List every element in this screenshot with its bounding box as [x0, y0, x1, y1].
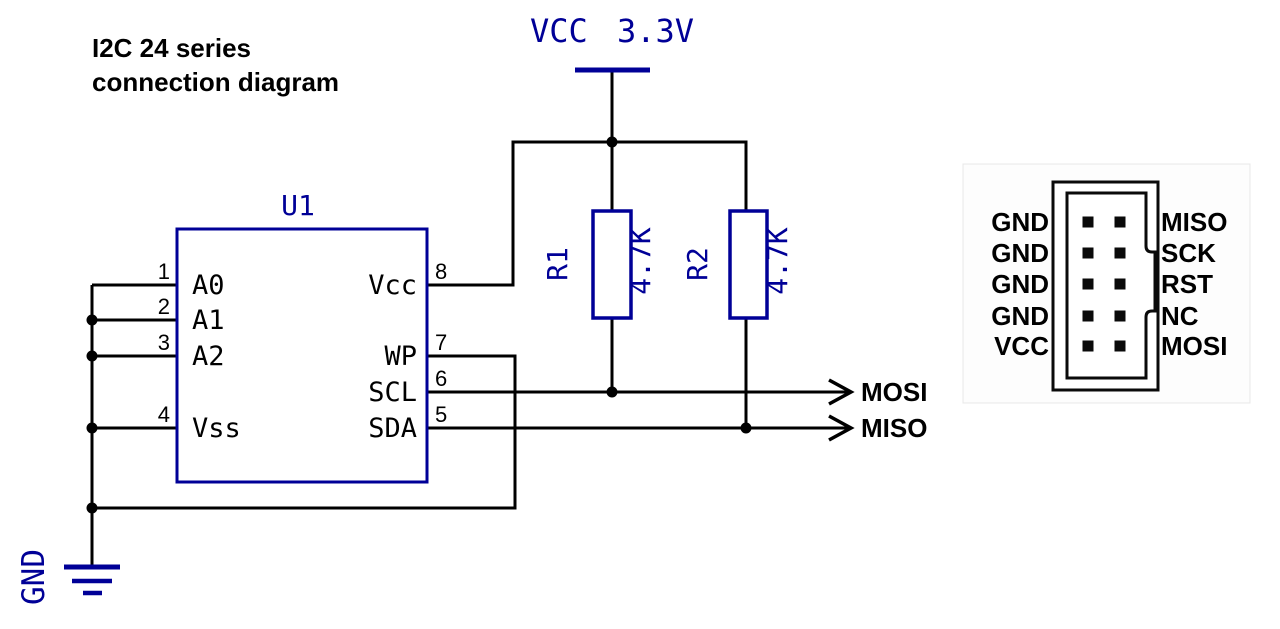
pin-number-5: 5: [435, 402, 447, 427]
connector-label-gnd-4: GND: [991, 301, 1049, 331]
vcc-rail-label: VCC 3.3V: [530, 12, 694, 50]
junction-dot: [86, 502, 98, 514]
pin-number-2: 2: [158, 294, 170, 319]
junction-dot: [86, 314, 98, 326]
junction-dot: [606, 386, 618, 398]
pin-square: [1082, 278, 1094, 290]
pin-name-a1: A1: [192, 305, 225, 336]
connector-label-miso: MISO: [1161, 207, 1227, 237]
arrow-head-miso: [828, 414, 855, 442]
title-line-1: I2C 24 series: [92, 33, 251, 63]
pin-name-wp: WP: [384, 341, 417, 372]
connector-label-gnd-2: GND: [991, 238, 1049, 268]
connector-label-nc: NC: [1161, 301, 1199, 331]
pin-number-4: 4: [158, 402, 170, 427]
connector-inner-shroud: [1065, 191, 1157, 380]
resistor-ref: R1: [541, 247, 574, 281]
pin-number-6: 6: [435, 366, 447, 391]
net-label-miso: MISO: [861, 413, 927, 443]
junction-dots: [86, 136, 752, 514]
pin-square: [1114, 340, 1126, 352]
connector-label-gnd-3: GND: [991, 269, 1049, 299]
resistor-ref: R2: [681, 247, 714, 281]
connector-label-rst: RST: [1161, 269, 1213, 299]
net-label-mosi: MOSI: [861, 377, 927, 407]
ground-label: GND: [16, 549, 52, 605]
wire-vcc-rail: [428, 140, 748, 287]
wire-wp-to-ground: [92, 354, 517, 510]
pin-name-a0: A0: [192, 270, 225, 301]
pin-number-1: 1: [158, 259, 170, 284]
isp-header-connector: GND GND GND GND VCC MISO SCK RST NC MOSI: [962, 163, 1251, 404]
pin-square: [1082, 247, 1094, 259]
pin-name-vcc: Vcc: [368, 270, 417, 301]
pin-name-a2: A2: [192, 341, 225, 372]
connector-pins: [1082, 216, 1126, 352]
pin-number-8: 8: [435, 259, 447, 284]
pin-square: [1114, 278, 1126, 290]
pin-square: [1114, 310, 1126, 322]
chip-body: [175, 227, 429, 484]
junction-dot: [606, 136, 618, 148]
pin-square: [1082, 340, 1094, 352]
signal-arrows: [828, 378, 855, 442]
connector-label-gnd-1: GND: [991, 207, 1049, 237]
connector-label-mosi: MOSI: [1161, 331, 1227, 361]
ground-symbol: GND: [16, 549, 120, 605]
connector-label-sck: SCK: [1161, 238, 1216, 268]
resistor-body: [728, 209, 769, 320]
pin-square: [1114, 216, 1126, 228]
pin-number-7: 7: [435, 330, 447, 355]
junction-dot: [86, 422, 98, 434]
resistor-value: 4.7K: [624, 227, 657, 295]
junction-dot: [86, 350, 98, 362]
pin-square: [1114, 247, 1126, 259]
resistor-value: 4.7K: [761, 227, 794, 295]
pin-name-sda: SDA: [368, 413, 417, 444]
vcc-power-symbol: VCC 3.3V: [530, 12, 694, 73]
pin-name-scl: SCL: [368, 377, 417, 408]
pin-number-3: 3: [158, 330, 170, 355]
resistor-r2: R2 4.7K: [681, 209, 794, 320]
chip-u1: U1 1 2 3 4 8 7 6 5 A0 A1 A2 Vss Vcc WP S…: [158, 189, 447, 484]
pin-square: [1082, 310, 1094, 322]
pin-square: [1082, 216, 1094, 228]
junction-dot: [740, 422, 752, 434]
resistor-r1: R1 4.7K: [541, 209, 657, 320]
pin-name-vss: Vss: [192, 413, 241, 444]
arrow-head-mosi: [828, 378, 855, 406]
chip-ref-label: U1: [281, 189, 315, 222]
connector-label-vcc: VCC: [994, 331, 1049, 361]
resistor-body: [591, 209, 633, 320]
title-line-2: connection diagram: [92, 67, 339, 97]
diagram-title: I2C 24 series connection diagram: [92, 33, 339, 97]
